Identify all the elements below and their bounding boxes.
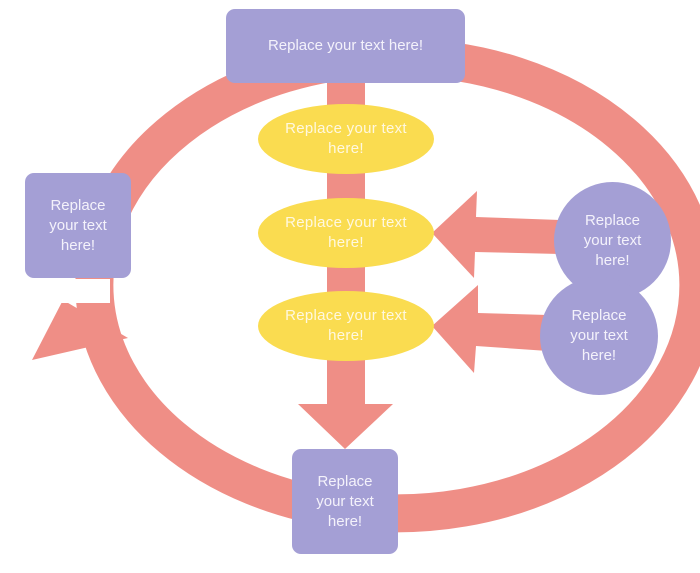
- oval-step-1[interactable]: Replace your text here!: [258, 104, 434, 174]
- node-left-line1: Replace: [50, 196, 106, 214]
- node-bottom[interactable]: Replace your text here!: [292, 449, 398, 554]
- circle-lower-line1: Replace: [571, 307, 627, 324]
- node-left-line3: here!: [60, 236, 96, 254]
- node-left[interactable]: Replace your text here!: [25, 173, 131, 278]
- arrow-circle-lower-to-oval-3: [432, 285, 548, 373]
- oval-3-line2: here!: [328, 327, 364, 344]
- vertical-flow-arrowhead: [298, 404, 393, 449]
- node-bottom-line2: your text: [316, 492, 374, 510]
- oval-step-2[interactable]: Replace your text here!: [258, 198, 434, 268]
- oval-3-line1: Replace your text: [285, 307, 407, 324]
- oval-2-line2: here!: [328, 234, 364, 251]
- node-bottom-line1: Replace: [317, 472, 373, 490]
- oval-1-line1: Replace your text: [285, 120, 407, 137]
- circle-lower-line3: here!: [581, 347, 617, 364]
- node-top[interactable]: Replace your text here!: [226, 9, 465, 83]
- oval-2-line1: Replace your text: [285, 214, 407, 231]
- node-bottom-line3: here!: [327, 512, 363, 530]
- cycle-ring-arc: [75, 38, 700, 533]
- circle-upper-line3: here!: [595, 251, 630, 269]
- circle-upper-line1: Replace: [584, 211, 641, 229]
- ring-gap-mask: [20, 279, 110, 303]
- node-circle-lower[interactable]: Replace your text here!: [540, 277, 658, 395]
- cycle-arrowhead: [32, 300, 128, 360]
- node-left-line2: your text: [49, 216, 107, 234]
- circle-lower-line2: your text: [570, 327, 628, 344]
- arrow-circle-upper-to-oval-2: [432, 191, 560, 278]
- oval-step-3[interactable]: Replace your text here!: [258, 291, 434, 361]
- circle-upper-line2: your text: [583, 231, 642, 249]
- oval-1-line2: here!: [328, 140, 364, 157]
- node-top-text: Replace your text here!: [267, 37, 424, 54]
